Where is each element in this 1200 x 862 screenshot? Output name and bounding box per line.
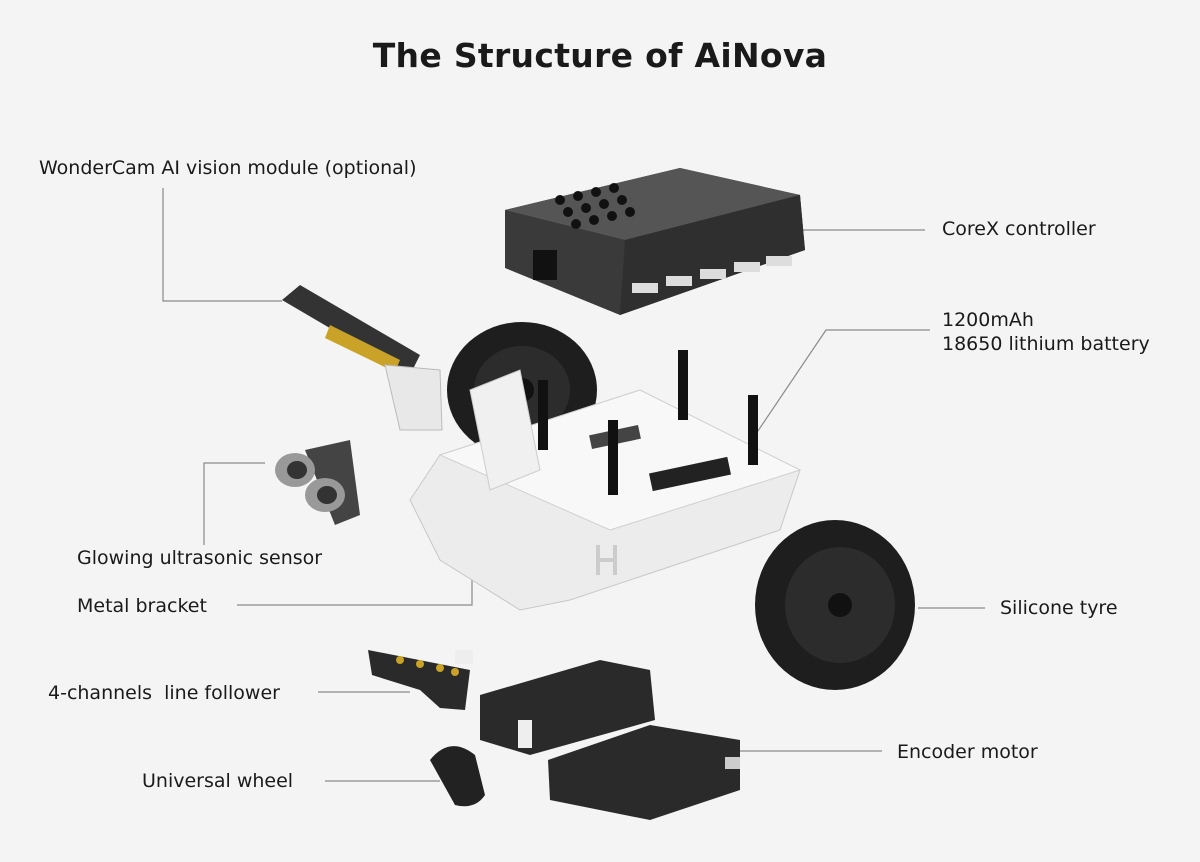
label-wondercam: WonderCam AI vision module (optional) [39, 157, 417, 179]
encoder-motor-part [480, 660, 740, 820]
label-universal-wheel: Universal wheel [142, 770, 294, 792]
label-battery-capacity: 1200mAh [942, 309, 1034, 331]
corex-controller-part [505, 168, 805, 315]
label-metal-bracket: Metal bracket [77, 595, 207, 617]
label-corex-controller: CoreX controller [942, 218, 1096, 240]
wondercam-part [282, 285, 443, 431]
label-silicone-tyre: Silicone tyre [1000, 597, 1118, 619]
line-follower-part [368, 650, 473, 710]
leader-battery [734, 329, 930, 466]
leader-ultrasonic [203, 462, 265, 545]
universal-wheel-part [430, 746, 485, 807]
ultrasonic-sensor-part [275, 440, 360, 525]
leader-wondercam [162, 188, 282, 302]
label-battery-type: 18650 lithium battery [942, 333, 1150, 355]
label-ultrasonic-sensor: Glowing ultrasonic sensor [77, 547, 323, 569]
silicone-tyre-part [755, 520, 915, 690]
label-encoder-motor: Encoder motor [897, 741, 1038, 763]
diagram-title: The Structure of AiNova [372, 36, 828, 75]
label-line-follower: 4-channels line follower [48, 682, 280, 704]
metal-bracket-part [409, 350, 802, 611]
